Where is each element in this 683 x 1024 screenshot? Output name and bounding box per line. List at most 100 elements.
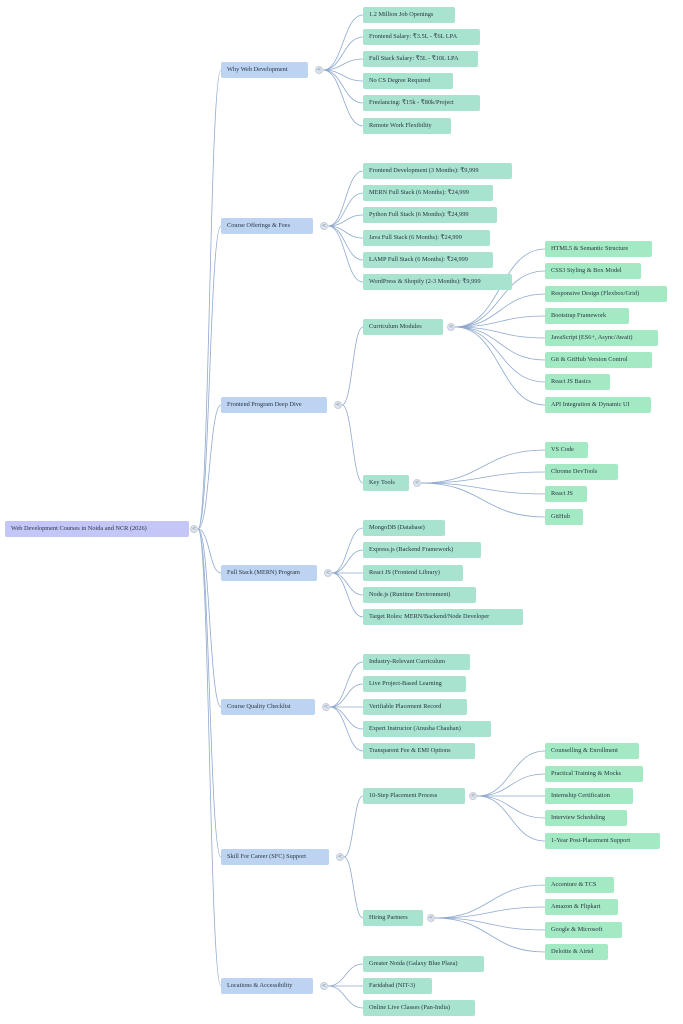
link-subtopic: [434, 917, 546, 931]
link-subtopic: [476, 750, 546, 797]
leaf-git-github-version-control[interactable]: Git & GitHub Version Control: [545, 352, 652, 368]
topic-expert-instructor-anusha-chauhan[interactable]: Expert Instructor (Anusha Chauhan): [363, 721, 491, 737]
subtopic-collapse-toggle[interactable]: <: [427, 914, 435, 922]
branch-collapse-toggle[interactable]: <: [324, 569, 332, 577]
topic-react-js-frontend-library[interactable]: React JS (Frontend Library): [363, 565, 463, 581]
branch-collapse-toggle[interactable]: <: [320, 222, 328, 230]
link-subtopic: [420, 482, 546, 495]
leaf-chrome-devtools[interactable]: Chrome DevTools: [545, 464, 618, 480]
leaf-bootstrap-framework[interactable]: Bootstrap Framework: [545, 308, 629, 324]
topic-remote-work-flexibility[interactable]: Remote Work Flexibility: [363, 118, 451, 134]
topic-target-roles-mern-backend-node-developer[interactable]: Target Roles: MERN/Backend/Node Develope…: [363, 609, 523, 625]
topic-lamp-full-stack-6-months-24-999[interactable]: LAMP Full Stack (6 Months): ₹24,999: [363, 252, 493, 268]
root-node-web-development-courses-in-noida-and-ncr[interactable]: Web Development Courses in Noida and NCR…: [5, 521, 189, 537]
link-branch-child: [331, 549, 364, 574]
link-branch-child: [341, 404, 364, 484]
link-branch-child: [327, 192, 364, 227]
topic-wordpress-shopify-2-3-months-9-999[interactable]: WordPress & Shopify (2-3 Months): ₹9,999: [363, 274, 512, 290]
topic-key-tools[interactable]: Key Tools: [363, 475, 409, 491]
branch-why-web-development[interactable]: Why Web Development: [221, 62, 308, 78]
link-branch-child: [322, 69, 364, 127]
link-subtopic: [476, 795, 546, 842]
branch-collapse-toggle[interactable]: <: [315, 66, 323, 74]
link-root-branch: [197, 404, 222, 530]
link-subtopic: [420, 482, 546, 518]
subtopic-collapse-toggle[interactable]: <: [413, 479, 421, 487]
topic-hiring-partners[interactable]: Hiring Partners: [363, 910, 423, 926]
leaf-react-js-basics[interactable]: React JS Basics: [545, 374, 610, 390]
topic-mern-full-stack-6-months-24-999[interactable]: MERN Full Stack (6 Months): ₹24,999: [363, 185, 493, 201]
topic-mongodb-database[interactable]: MongoDB (Database): [363, 520, 445, 536]
link-subtopic: [454, 293, 546, 328]
subtopic-collapse-toggle[interactable]: <: [469, 792, 477, 800]
topic-greater-noida-galaxy-blue-plaza[interactable]: Greater Noida (Galaxy Blue Plaza): [363, 956, 484, 972]
link-branch-child: [331, 572, 364, 596]
leaf-github[interactable]: GitHub: [545, 509, 583, 525]
branch-collapse-toggle[interactable]: <: [334, 401, 342, 409]
subtopic-collapse-toggle[interactable]: <: [447, 323, 455, 331]
link-branch-child: [322, 36, 364, 71]
leaf-accenture-tcs[interactable]: Accenture & TCS: [545, 877, 614, 893]
leaf-javascript-es6-async-await[interactable]: JavaScript (ES6+, Async/Await): [545, 330, 658, 346]
link-subtopic: [454, 270, 546, 328]
link-subtopic: [476, 773, 546, 797]
topic-frontend-salary-3-5l-6l-lpa[interactable]: Frontend Salary: ₹3.5L - ₹6L LPA: [363, 29, 480, 45]
branch-course-offerings-fees[interactable]: Course Offerings & Fees: [221, 218, 313, 234]
branch-frontend-program-deep-dive[interactable]: Frontend Program Deep Dive: [221, 397, 327, 413]
link-branch-child: [327, 225, 364, 283]
link-branch-child: [329, 683, 364, 708]
topic-full-stack-salary-5l-10l-lpa[interactable]: Full Stack Salary: ₹5L - ₹10L LPA: [363, 51, 478, 67]
leaf-vs-code[interactable]: VS Code: [545, 442, 588, 458]
leaf-responsive-design-flexbox-grid[interactable]: Responsive Design (Flexbox/Grid): [545, 286, 667, 302]
topic-online-live-classes-pan-india[interactable]: Online Live Classes (Pan-India): [363, 1000, 475, 1016]
link-subtopic: [434, 906, 546, 919]
leaf-react-js[interactable]: React JS: [545, 486, 587, 502]
link-subtopic: [454, 326, 546, 383]
link-subtopic: [454, 326, 546, 361]
topic-freelancing-15k-80k-project[interactable]: Freelancing: ₹15k - ₹80k/Project: [363, 95, 480, 111]
link-root-branch: [197, 528, 222, 574]
leaf-css3-styling-box-model[interactable]: CSS3 Styling & Box Model: [545, 263, 641, 279]
topic-industry-relevant-curriculum[interactable]: Industry-Relevant Curriculum: [363, 654, 470, 670]
topic-transparent-fee-emi-options[interactable]: Transparent Fee & EMI Options: [363, 743, 475, 759]
link-branch-child: [327, 170, 364, 227]
branch-full-stack-mern-program[interactable]: Full Stack (MERN) Program: [221, 565, 317, 581]
topic-live-project-based-learning[interactable]: Live Project-Based Learning: [363, 676, 466, 692]
leaf-html5-semantic-structure[interactable]: HTML5 & Semantic Structure: [545, 241, 652, 257]
leaf-api-integration-dynamic-ui[interactable]: API Integration & Dynamic UI: [545, 397, 651, 413]
branch-collapse-toggle[interactable]: <: [336, 853, 344, 861]
branch-course-quality-checklist[interactable]: Course Quality Checklist: [221, 699, 315, 715]
topic-verifiable-placement-record[interactable]: Verifiable Placement Record: [363, 699, 467, 715]
topic-node-js-runtime-environment[interactable]: Node.js (Runtime Environment): [363, 587, 476, 603]
branch-collapse-toggle[interactable]: <: [322, 703, 330, 711]
link-subtopic: [454, 326, 546, 339]
link-branch-child: [327, 985, 364, 1009]
branch-collapse-toggle[interactable]: <: [320, 982, 328, 990]
topic-faridabad-nit-3[interactable]: Faridabad (NIT-3): [363, 978, 432, 994]
leaf-1-year-post-placement-support[interactable]: 1-Year Post-Placement Support: [545, 833, 660, 849]
topic-frontend-development-3-months-9-999[interactable]: Frontend Development (3 Months): ₹9,999: [363, 163, 512, 179]
topic-curriculum-modules[interactable]: Curriculum Modules: [363, 319, 443, 335]
link-subtopic: [420, 449, 546, 484]
topic-no-cs-degree-required[interactable]: No CS Degree Required: [363, 73, 453, 89]
root-collapse-toggle[interactable]: <: [190, 525, 198, 533]
leaf-amazon-flipkart[interactable]: Amazon & Flipkart: [545, 899, 618, 915]
leaf-interview-scheduling[interactable]: Interview Scheduling: [545, 810, 627, 826]
branch-skill-for-career-sfc-support[interactable]: Skill For Career (SFC) Support: [221, 849, 329, 865]
leaf-practical-training-mocks[interactable]: Practical Training & Mocks: [545, 766, 643, 782]
topic-10-step-placement-process[interactable]: 10-Step Placement Process: [363, 788, 465, 804]
leaf-deloitte-airtel[interactable]: Deloitte & Airtel: [545, 944, 608, 960]
topic-python-full-stack-6-months-24-999[interactable]: Python Full Stack (6 Months): ₹24,999: [363, 207, 497, 223]
topic-1-2-million-job-openings[interactable]: 1.2 Million Job Openings: [363, 7, 455, 23]
leaf-counselling-enrollment[interactable]: Counselling & Enrollment: [545, 743, 639, 759]
topic-express-js-backend-framework[interactable]: Express.js (Backend Framework): [363, 542, 481, 558]
branch-locations-accessibility[interactable]: Locations & Accessibility: [221, 978, 313, 994]
leaf-google-microsoft[interactable]: Google & Microsoft: [545, 922, 622, 938]
link-branch-child: [329, 706, 364, 752]
link-branch-child: [329, 706, 364, 730]
link-subtopic: [420, 471, 546, 484]
leaf-internship-certification[interactable]: Internship Certification: [545, 788, 633, 804]
topic-java-full-stack-6-months-24-999[interactable]: Java Full Stack (6 Months): ₹24,999: [363, 230, 490, 246]
link-root-branch: [197, 69, 222, 530]
